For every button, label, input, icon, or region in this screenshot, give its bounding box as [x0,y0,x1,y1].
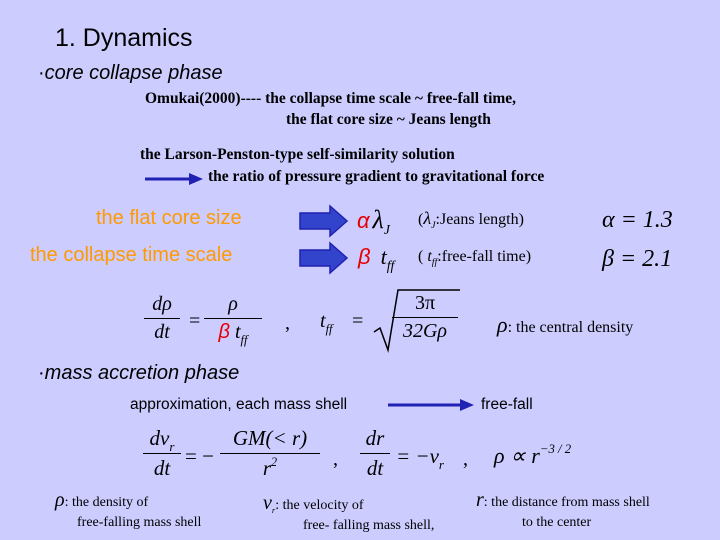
frac-bar [392,317,458,318]
ff-sub-small: ff [431,257,438,269]
frac-bar [143,453,181,454]
rho-legend: ρ: the density of free-falling mass shel… [55,490,201,533]
larson-line: the Larson-Penston-type self-similarity … [140,146,455,163]
v-desc-2: free- falling mass shell, [303,518,435,533]
frac-numerator: GM(< r) [232,426,308,450]
r-legend: r: the distance from mass shell to the c… [476,490,650,533]
alpha-value: α = 1.3 [602,207,673,233]
t-symbol: t [380,244,387,269]
r-squared-sup: 2 [271,454,278,469]
v-desc-1: : the velocity of [275,498,364,513]
central-density-note: ρ: the central density [497,312,633,338]
r-symbol: r [476,489,484,511]
r-desc-2: to the center [522,515,592,530]
comma: , [463,448,468,470]
rho-proportional: ρ ∝ r−3 / 2 [494,442,572,469]
t-symbol-small: t [427,248,432,265]
equals-sign: = [189,310,201,332]
rho-prop-r: ρ ∝ r [494,443,540,468]
freefall-note: (tff:free-fall time) [418,248,532,269]
rho-symbol: ρ [55,489,65,511]
bullet-dot: · [38,362,45,384]
frac-numerator: dρ [152,293,172,315]
equals-sign: = [352,310,364,332]
lambda-sub-small: J [431,220,436,232]
v-symbol: v [263,492,272,514]
bullet-mass-accretion: ·mass accretion phase [38,362,239,385]
dr-dt-fraction: dr dt [360,426,390,481]
jeans-note: (λJ:Jeans length) [418,208,524,232]
omukai-line-2: the flat core size ~ Jeans length [286,111,491,128]
frac-bar [204,318,262,319]
arrow-right-icon [388,399,474,411]
approx-text: approximation, each mass shell [130,396,348,413]
frac-denominator: dt [154,321,170,343]
slide-title: 1. Dynamics [55,24,193,52]
comma: , [333,448,338,470]
rho-desc-2: free-falling mass shell [77,515,202,530]
central-density-text: : the central density [507,319,634,336]
heading-mass-accretion: mass accretion phase [44,362,240,384]
jeans-text: :Jeans length) [435,211,524,228]
arrow-right-icon [145,173,203,185]
flat-core-label: the flat core size [96,207,242,229]
sqrt-sign-icon [373,289,460,353]
frac-numerator: dr [365,426,385,450]
t-symbol: t [234,321,241,343]
alpha-symbol: α [357,208,370,233]
lambda-symbol-small: λ [423,208,432,228]
freefall-target: free-fall [481,396,533,413]
beta-value: β = 2.1 [602,246,673,272]
frac-denominator: dt [153,456,171,480]
rho-over-beta-tff: ρ β tff [204,293,262,347]
dvr-dt-fraction: dvr dt [143,426,181,481]
gm-over-r2-fraction: GM(< r) r2 [220,426,320,481]
tff-lhs: tff [320,310,333,336]
r-desc-1: : the distance from mass shell [483,495,650,510]
frac-bar [360,453,390,454]
drho-dt-fraction: dρ dt [144,293,180,344]
ff-sub: ff [386,258,395,274]
v-legend: vr: the velocity of free- falling mass s… [263,493,434,536]
block-arrow-icon [299,241,349,275]
paren: ( [418,211,424,228]
beta-symbol: β [218,321,230,343]
collapse-time-label: the collapse time scale [30,244,233,266]
neg-v: = −v [396,444,439,468]
omukai-line-1: Omukai(2000)---- the collapse time scale… [145,90,517,107]
frac-denominator: r [262,456,272,480]
frac-denominator: 32Gρ [402,320,448,342]
equals-minus: = − [185,444,214,468]
beta-symbol: β [358,244,371,269]
exponent: −3 / 2 [539,442,572,457]
block-arrow-icon [299,204,349,238]
bullet-dot: · [38,62,45,84]
ff-sub: ff [240,332,248,347]
lambda-sub: J [383,222,390,238]
bullet-core-collapse: ·core collapse phase [38,62,223,85]
paren: ( [418,248,424,265]
heading-core-collapse: core collapse phase [44,62,223,84]
sqrt-fraction: 3π 32Gρ [392,292,458,343]
freefall-text: :free-fall time) [437,248,532,265]
vr-sub: r [438,456,444,472]
v-sub: r [271,504,276,515]
frac-numerator: dv [149,426,170,450]
frac-bar [144,318,180,319]
neg-vr: = −vr [396,444,444,472]
ff-sub: ff [325,321,333,336]
comma: , [285,312,290,334]
rho-desc-1: : the density of [64,495,149,510]
lambda-symbol: λ [372,205,384,234]
ratio-line: the ratio of pressure gradient to gravit… [208,168,545,185]
rho-symbol: ρ [497,312,508,337]
vr-sub: r [169,438,175,454]
frac-denominator: dt [366,456,384,480]
frac-bar [220,453,320,454]
frac-numerator: ρ [228,293,238,315]
t-symbol: t [320,310,326,332]
frac-numerator: 3π [414,292,436,314]
